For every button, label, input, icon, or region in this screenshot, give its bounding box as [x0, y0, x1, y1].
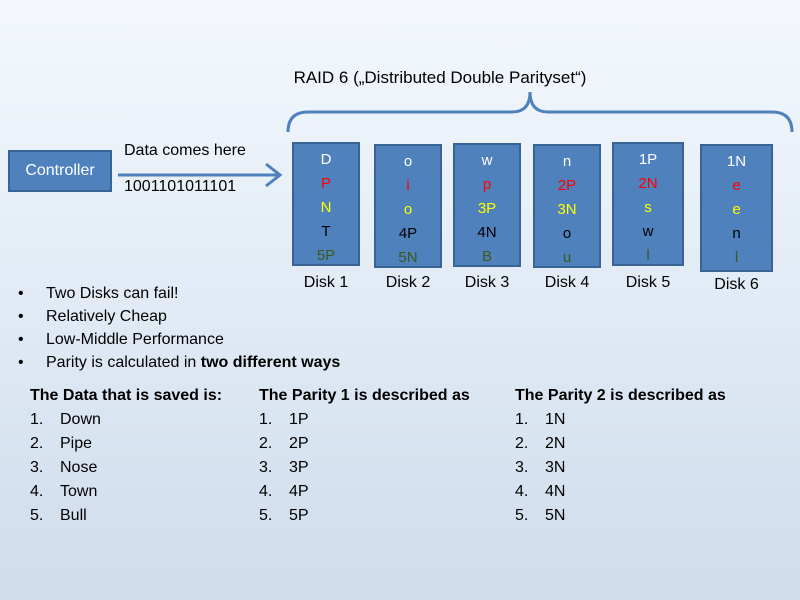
data-column-heading: The Data that is saved is: [30, 387, 223, 404]
data-input-label: Data comes here [124, 142, 246, 159]
disk-label: Disk 6 [714, 276, 759, 293]
disk-block: e [732, 177, 741, 194]
disk-block: e [732, 201, 741, 218]
disk-block: o [403, 201, 413, 218]
list-item: 3.3N [515, 459, 566, 476]
controller-label: Controller [25, 162, 95, 179]
list-item: 5.5P [259, 507, 309, 524]
disk-label: Disk 4 [544, 274, 590, 291]
controller-box: Controller [8, 150, 112, 192]
disk-block: n [732, 225, 741, 242]
list-item: 5.Bull [30, 507, 87, 524]
disk-block: 5N [398, 249, 418, 266]
data-column: The Data that is saved is: 1.Down 2.Pipe… [30, 384, 222, 528]
list-item: 1.Down [30, 411, 101, 428]
data-flow-arrow [118, 162, 283, 188]
disk-block: 5P [316, 247, 336, 264]
disk-block: o [403, 153, 413, 170]
disk-block: w [481, 152, 493, 169]
feature-item: Parity is calculated in two different wa… [18, 351, 340, 374]
disk-block: 4N [477, 224, 497, 241]
disk-block: B [481, 248, 492, 265]
disk-block: n [562, 153, 572, 170]
disk-label: Disk 2 [385, 274, 431, 291]
list-item: 4.4N [515, 483, 566, 500]
list-item: 4.Town [30, 483, 98, 500]
disk-block: 3N [557, 201, 577, 218]
disk-block: l [734, 249, 739, 266]
list-item: 2.Pipe [30, 435, 93, 452]
list-item: 4.4P [259, 483, 309, 500]
disk-block: 4P [398, 225, 418, 242]
feature-list: Two Disks can fail! Relatively Cheap Low… [18, 282, 340, 374]
disk-label: Disk 3 [464, 274, 510, 291]
list-item: 5.5N [515, 507, 566, 524]
disk-block: 2P [557, 177, 577, 194]
parity1-column-heading: The Parity 1 is described as [259, 387, 470, 404]
disk-block: N [320, 199, 332, 216]
disk-block: P [320, 175, 331, 192]
disk-block: o [562, 225, 572, 242]
disk-block: l [646, 247, 650, 264]
list-item: 3.Nose [30, 459, 98, 476]
feature-item: Low-Middle Performance [18, 328, 340, 351]
diagram-title: RAID 6 („Distributed Double Parityset“) [293, 68, 587, 87]
list-item: 1.1N [515, 411, 566, 428]
parity1-column: The Parity 1 is described as 1.1P 2.2P 3… [259, 384, 470, 528]
list-item: 3.3P [259, 459, 309, 476]
parity2-column-heading: The Parity 2 is described as [515, 387, 726, 404]
disk-block: 2N [638, 175, 658, 192]
disk-block: u [562, 249, 572, 266]
disk-block: 1N [726, 153, 747, 170]
disk-block: 3P [477, 200, 497, 217]
parity2-column: The Parity 2 is described as 1.1N 2.2N 3… [515, 384, 726, 528]
disk-block: p [482, 176, 492, 193]
list-item: 2.2P [259, 435, 309, 452]
data-input-bits: 1001101011101 [124, 178, 237, 195]
disk-block: D [320, 151, 332, 168]
disk-block: s [644, 199, 652, 216]
feature-emphasis: two different ways [200, 354, 341, 371]
disk-group-brace [286, 91, 794, 133]
disk-block: w [642, 223, 654, 240]
disk-block: i [406, 177, 410, 194]
feature-text: Parity is calculated in [46, 354, 201, 371]
list-item: 2.2N [515, 435, 566, 452]
list-item: 1.1P [259, 411, 309, 428]
feature-item: Two Disks can fail! [18, 282, 340, 305]
feature-item: Relatively Cheap [18, 305, 340, 328]
disk-block: T [321, 223, 331, 240]
disk-label: Disk 5 [625, 274, 671, 291]
disk-block: 1P [638, 151, 658, 168]
